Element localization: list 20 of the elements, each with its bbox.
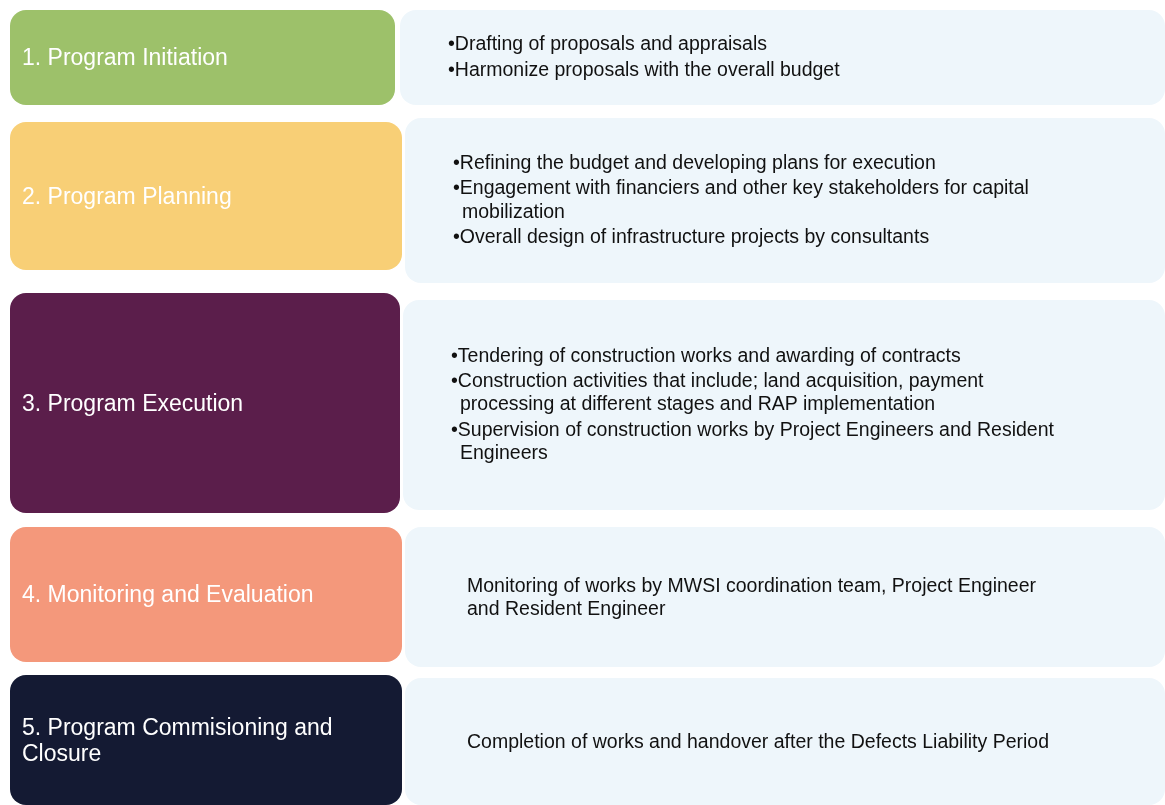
description-text: Monitoring of works by MWSI coordination team, Project Engineer and Resident Engineer (467, 573, 1037, 621)
bullet-item: •Tendering of construction works and awarding of contracts (451, 343, 962, 367)
stage-box (10, 293, 400, 513)
bullet-item: •Drafting of proposals and appraisals (448, 32, 768, 56)
stage-box (10, 122, 402, 270)
stage-box (10, 675, 402, 805)
stage-title: 5. Program Commisioning and Closure (22, 713, 334, 767)
bullet-item: •Harmonize proposals with the overall budget (448, 57, 841, 81)
bullet-item: •Construction activities that include; land acquisition, payment processing at different stages and RAP implementation (451, 368, 985, 416)
bullet-item: •Supervision of construction works by Project Engineers and Resident Engineers (451, 417, 1055, 465)
stage-title: 2. Program Planning (22, 182, 233, 210)
description-text: Completion of works and handover after the Defects Liability Period (467, 729, 1051, 754)
bullet-item: •Overall design of infrastructure projects by consultants (453, 224, 931, 249)
bullet-item: •Refining the budget and developing plans for execution (453, 150, 937, 175)
stage-title: 3. Program Execution (22, 389, 245, 417)
stage-title: 1. Program Initiation (22, 44, 229, 71)
bullet-item: •Engagement with financiers and other key stakeholders for capital mobilization (453, 176, 1030, 223)
stage-title: 4. Monitoring and Evaluation (22, 581, 315, 608)
stage-box (10, 10, 395, 105)
stage-box (10, 527, 402, 662)
